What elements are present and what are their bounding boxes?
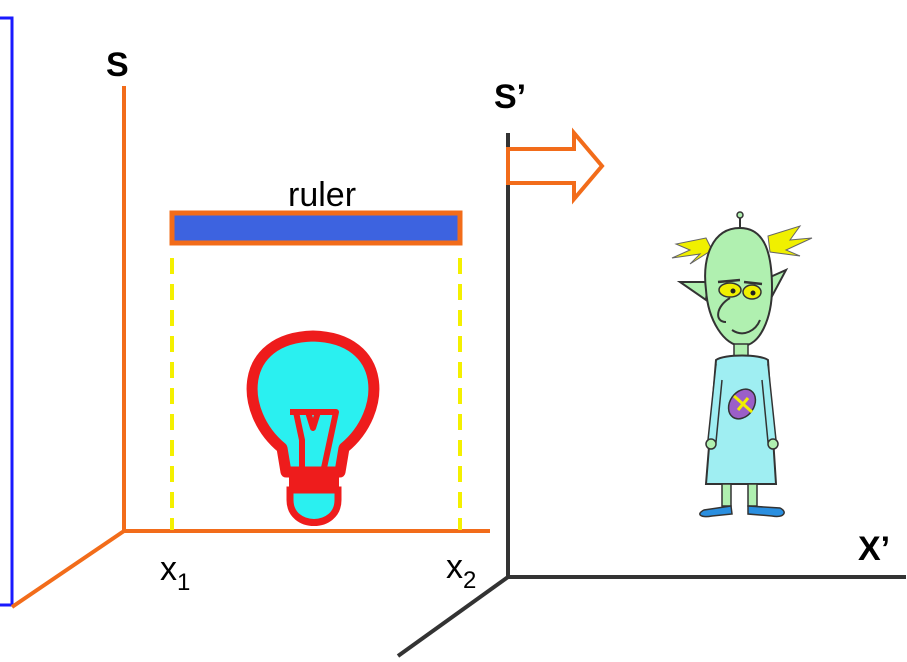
motion-arrow-icon bbox=[506, 127, 605, 205]
x2-label-main: x bbox=[446, 548, 463, 586]
x2-label: x2 bbox=[446, 548, 476, 594]
frame-border bbox=[0, 16, 14, 607]
s-prime-depth-axis bbox=[396, 575, 510, 658]
s-depth-axis bbox=[10, 529, 126, 609]
s-axis-label: S bbox=[106, 46, 129, 84]
x1-label-main: x bbox=[160, 550, 177, 588]
x1-label: x1 bbox=[160, 550, 190, 596]
ruler-label: ruler bbox=[288, 176, 356, 214]
x1-label-sub: 1 bbox=[177, 569, 190, 596]
ruler-bar bbox=[169, 210, 463, 246]
x2-label-sub: 2 bbox=[463, 567, 476, 594]
frame-s-axes bbox=[10, 86, 490, 609]
alien-observer-icon bbox=[671, 211, 813, 518]
x-prime-axis-label: X’ bbox=[858, 530, 890, 568]
light-bulb-icon bbox=[246, 330, 380, 526]
frame-s-prime-axes bbox=[396, 133, 906, 658]
s-prime-axis-label: S’ bbox=[494, 78, 526, 116]
ruler-projections bbox=[170, 258, 462, 530]
